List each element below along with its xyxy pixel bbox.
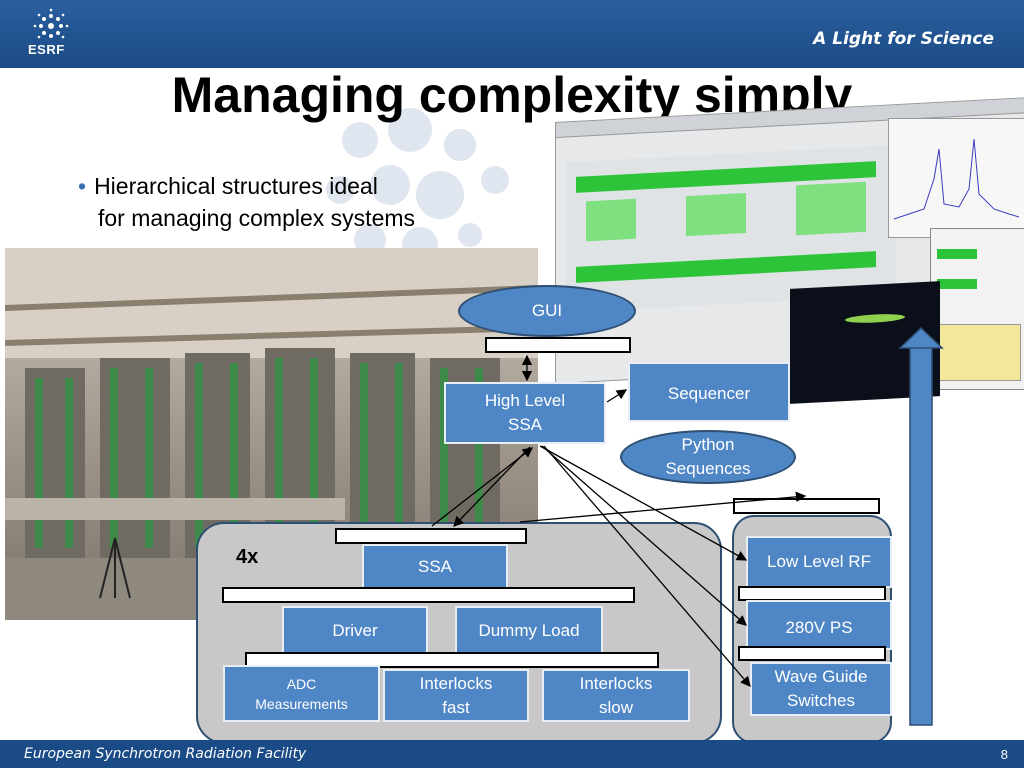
driver-node[interactable]: Driver — [282, 606, 428, 656]
page-number: 8 — [1000, 747, 1008, 762]
gui-bus-bar — [485, 337, 631, 353]
wave-guide-label-2: Switches — [786, 691, 856, 710]
high-level-ssa-node[interactable]: High Level SSA — [444, 382, 606, 444]
adc-label-2: Measurements — [255, 695, 348, 712]
interlocks-fast-label-2: fast — [442, 697, 470, 717]
beam-image-screenshot — [790, 281, 940, 404]
wave-guide-switches-node[interactable]: Wave Guide Switches — [750, 662, 892, 716]
ps-280v-node[interactable]: 280V PS — [746, 600, 892, 650]
ps-280v-label: 280V PS — [785, 618, 853, 637]
ssa-label: SSA — [417, 557, 453, 576]
status-panel-screenshot — [930, 228, 1024, 390]
adc-measurements-node[interactable]: ADC Measurements — [223, 665, 380, 722]
adc-label-1: ADC — [286, 675, 317, 692]
rf-top-bar — [733, 498, 880, 514]
driver-label: Driver — [332, 621, 378, 640]
interlocks-slow-label-2: slow — [598, 697, 633, 717]
header-bar: ESRF A Light for Science — [0, 0, 1024, 68]
multiplier-label: 4x — [236, 546, 259, 568]
gui-node[interactable]: GUI — [458, 285, 636, 337]
dummy-load-node[interactable]: Dummy Load — [455, 606, 603, 656]
sequencer-node[interactable]: Sequencer — [628, 362, 790, 422]
rf-mid-bar — [738, 586, 886, 601]
gui-label: GUI — [531, 301, 563, 320]
interlocks-fast-node[interactable]: Interlocks fast — [383, 669, 529, 722]
ssa-node[interactable]: SSA — [362, 544, 508, 590]
interlocks-slow-node[interactable]: Interlocks slow — [542, 669, 690, 722]
python-sequences-node[interactable]: Python Sequences — [620, 430, 796, 484]
spectrum-plot-screenshot — [888, 118, 1024, 238]
low-level-rf-label: Low Level RF — [767, 552, 871, 571]
high-level-ssa-label-1: High Level — [484, 391, 566, 410]
rf-lower-bar — [738, 646, 886, 661]
footer-bar: European Synchrotron Radiation Facility … — [0, 740, 1024, 768]
ssa-bus-bar — [222, 587, 635, 603]
tagline: A Light for Science — [813, 29, 994, 49]
bullet-line-1: Hierarchical structures ideal — [94, 173, 378, 199]
bullet-dot: • — [78, 173, 87, 199]
interlocks-slow-label-1: Interlocks — [579, 673, 653, 693]
bullet-text: • Hierarchical structures ideal for manag… — [78, 170, 415, 234]
logo-text: ESRF — [28, 42, 65, 57]
python-label-2: Sequences — [665, 459, 751, 478]
interlocks-fast-label-1: Interlocks — [419, 673, 493, 693]
footer-org: European Synchrotron Radiation Facility — [24, 746, 307, 762]
high-level-ssa-label-2: SSA — [507, 415, 543, 434]
python-label-1: Python — [681, 435, 735, 454]
sequencer-label: Sequencer — [667, 384, 751, 403]
wave-guide-label-1: Wave Guide — [774, 667, 868, 686]
bullet-line-2: for managing complex systems — [98, 205, 416, 231]
low-level-rf-node[interactable]: Low Level RF — [746, 536, 892, 588]
ssa-top-bar — [335, 528, 527, 544]
esrf-logo-icon — [33, 8, 69, 39]
dummy-load-label: Dummy Load — [478, 621, 580, 640]
